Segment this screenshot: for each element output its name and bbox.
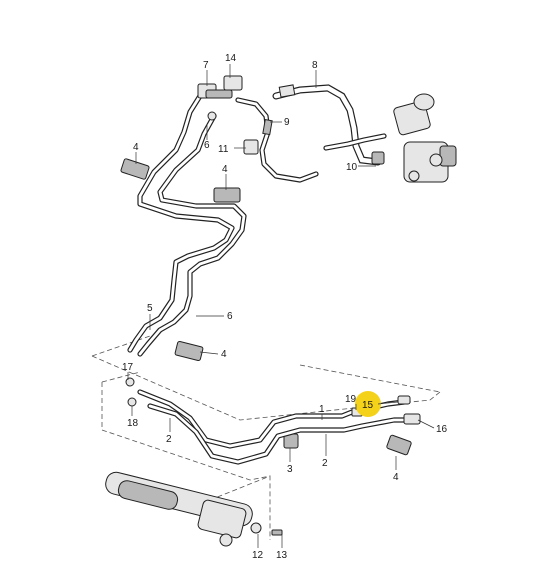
callout-4-b: 4 bbox=[222, 164, 228, 175]
assembly-outline-lower bbox=[91, 335, 441, 540]
steering-pump bbox=[371, 93, 457, 183]
line-6-return-pipe bbox=[137, 113, 247, 357]
callout-18: 18 bbox=[127, 418, 139, 429]
callout-14: 14 bbox=[225, 53, 237, 64]
callout-16: 16 bbox=[436, 424, 448, 435]
callout-8: 8 bbox=[312, 60, 318, 71]
fitting-group-upper bbox=[197, 75, 259, 155]
callout-2-right: 2 bbox=[322, 458, 328, 469]
line-2-lower bbox=[147, 403, 413, 465]
callout-labels: 14 7 8 9 6 11 4 4 10 5 6 4 17 18 2 1 19 … bbox=[122, 53, 448, 561]
callout-17: 17 bbox=[122, 362, 134, 373]
callout-6-lower: 6 bbox=[227, 311, 233, 322]
hose-8 bbox=[272, 84, 387, 166]
callout-3: 3 bbox=[287, 464, 293, 475]
callout-10: 10 bbox=[346, 162, 358, 173]
callout-13: 13 bbox=[276, 550, 288, 561]
steering-rack bbox=[105, 471, 283, 547]
callout-4-d: 4 bbox=[393, 472, 399, 483]
clamp-blocks bbox=[120, 158, 412, 456]
hose-9 bbox=[235, 97, 319, 183]
callout-1: 1 bbox=[319, 404, 325, 415]
callout-4-a: 4 bbox=[133, 142, 139, 153]
callout-12: 12 bbox=[252, 550, 264, 561]
callout-5: 5 bbox=[147, 303, 153, 314]
callout-2-left: 2 bbox=[166, 434, 172, 445]
line-5-pressure-pipe bbox=[127, 93, 235, 353]
callout-15: 15 bbox=[362, 400, 374, 411]
callout-6-upper: 6 bbox=[204, 140, 210, 151]
leader-lines bbox=[127, 64, 435, 548]
callout-11: 11 bbox=[218, 144, 229, 155]
callout-7: 7 bbox=[203, 60, 209, 71]
callout-4-c: 4 bbox=[221, 349, 227, 360]
highlight-marker bbox=[355, 391, 381, 417]
callout-19: 19 bbox=[345, 394, 357, 405]
callout-9: 9 bbox=[284, 117, 290, 128]
